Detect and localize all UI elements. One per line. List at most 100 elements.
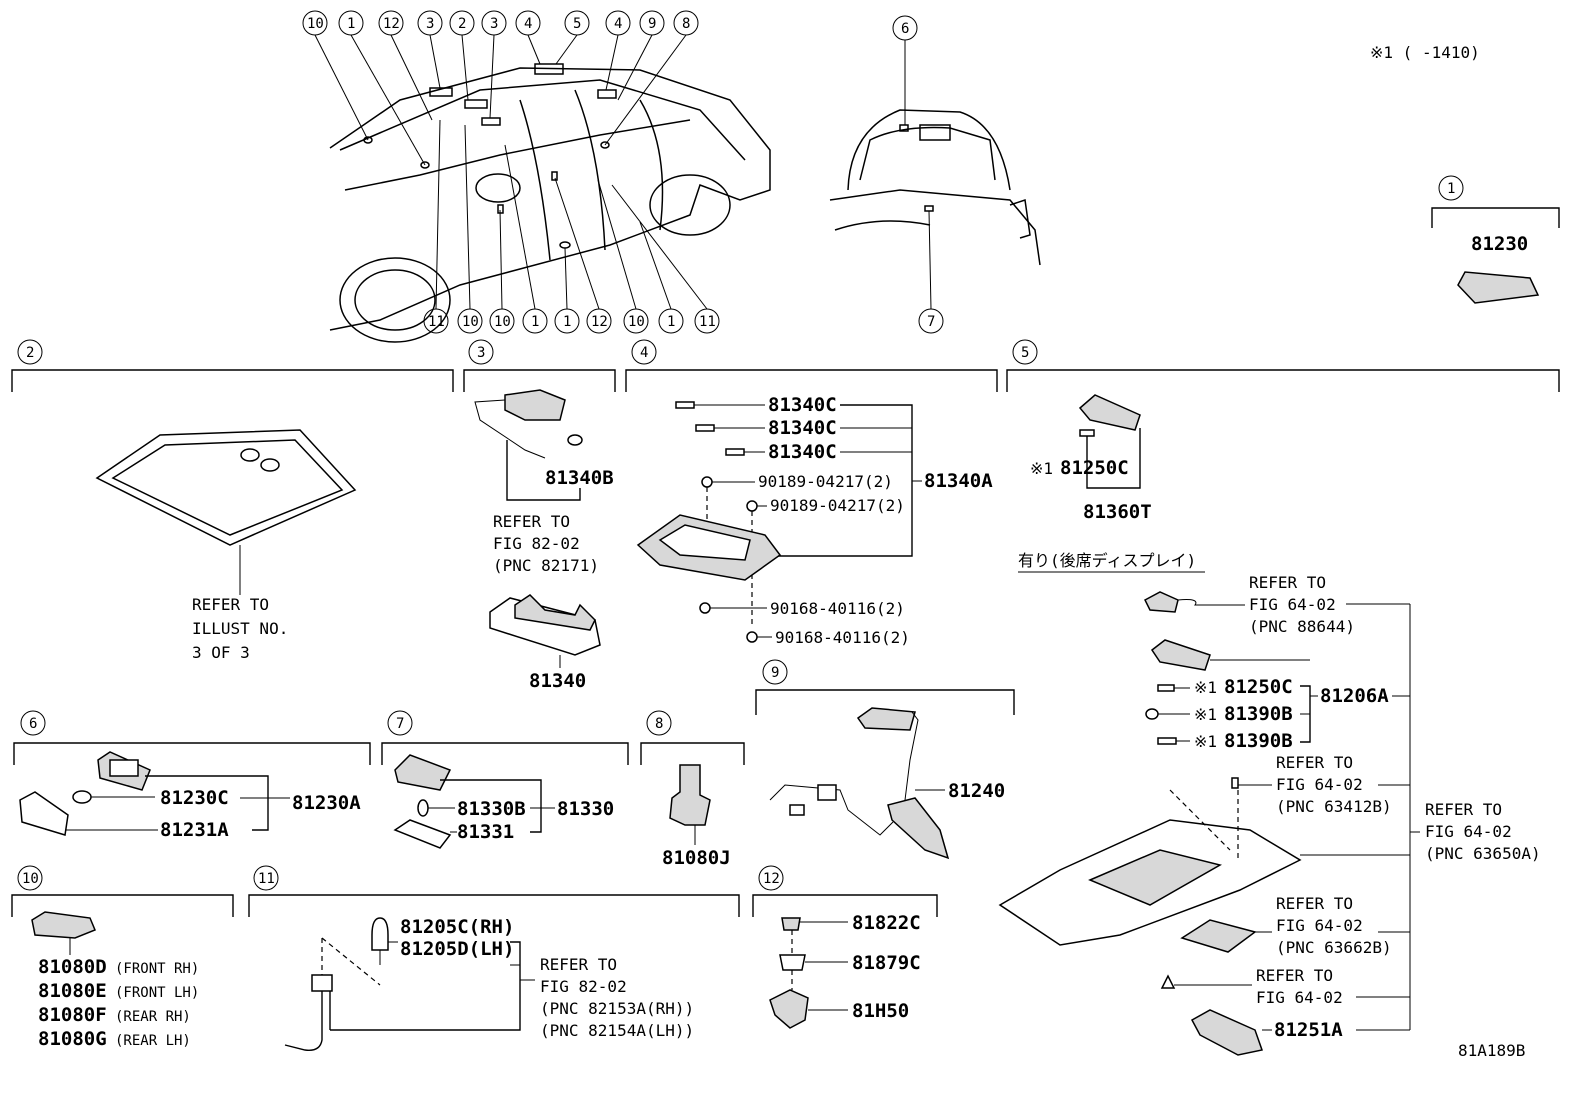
part-90189-04217[interactable]: 90189-04217(2) xyxy=(770,496,905,515)
refer-line: REFER TO xyxy=(1425,800,1502,819)
part-81360T[interactable]: 81360T xyxy=(1083,501,1152,523)
refer-line: (PNC 82154A(LH)) xyxy=(540,1021,694,1040)
part-81205C[interactable]: 81205C(RH) xyxy=(400,916,514,938)
part-81340[interactable]: 81340 xyxy=(529,670,586,692)
svg-text:10: 10 xyxy=(494,314,511,330)
callout-bubble: 12 xyxy=(378,10,433,121)
part-81080D[interactable]: 81080D xyxy=(38,956,107,978)
part-81230A[interactable]: 81230A xyxy=(292,792,361,814)
part-81330[interactable]: 81330 xyxy=(557,798,614,820)
part-81390B[interactable]: 81390B xyxy=(1224,730,1293,752)
part-81080G[interactable]: 81080G xyxy=(38,1028,107,1050)
part-81231A[interactable]: 81231A xyxy=(160,819,229,841)
callout-bubble: 11 xyxy=(611,184,720,334)
part-90168-40116[interactable]: 90168-40116(2) xyxy=(775,628,910,647)
svg-text:12: 12 xyxy=(763,871,780,887)
callout-bubble: 11 xyxy=(423,119,449,334)
refer-line: FIG 82-02 xyxy=(540,977,627,996)
part-81340A[interactable]: 81340A xyxy=(924,470,993,492)
part-81240[interactable]: 81240 xyxy=(948,780,1005,802)
refer-line: (PNC 63412B) xyxy=(1276,797,1392,816)
part-81230[interactable]: 81230 xyxy=(1471,233,1528,255)
svg-text:4: 4 xyxy=(640,345,648,361)
part-81250C[interactable]: 81250C xyxy=(1060,457,1129,479)
svg-text:7: 7 xyxy=(927,314,935,330)
svg-text:4: 4 xyxy=(614,16,622,32)
section-11: 11 81205C(RH) 81205D(LH) REFER TO FIG 82… xyxy=(248,865,740,1051)
svg-text:3: 3 xyxy=(490,16,498,32)
part-81250C[interactable]: 81250C xyxy=(1224,676,1293,698)
refer-line: REFER TO xyxy=(1256,966,1333,985)
refer-line: FIG 64-02 xyxy=(1276,916,1363,935)
refer-line: REFER TO xyxy=(1249,573,1326,592)
svg-text:11: 11 xyxy=(699,314,716,330)
refer-line: (PNC 88644) xyxy=(1249,617,1355,636)
callout-bubble: 10 xyxy=(302,10,369,141)
svg-text:12: 12 xyxy=(591,314,608,330)
callout-bubble: 3 xyxy=(417,10,443,89)
callout-bubble: 9 xyxy=(617,10,665,101)
part-81080E[interactable]: 81080E xyxy=(38,980,107,1002)
svg-text:8: 8 xyxy=(655,716,663,732)
part-81251A[interactable]: 81251A xyxy=(1274,1019,1343,1041)
mark-note: ※1 xyxy=(1194,732,1217,751)
part-81080F[interactable]: 81080F xyxy=(38,1004,107,1026)
section-7: 7 81330B 81331 81330 xyxy=(381,710,629,849)
svg-text:3: 3 xyxy=(477,345,485,361)
svg-text:4: 4 xyxy=(524,16,532,32)
refer-line: FIG 64-02 xyxy=(1249,595,1336,614)
svg-text:11: 11 xyxy=(428,314,445,330)
refer-line: FIG 64-02 xyxy=(1425,822,1512,841)
part-81390B[interactable]: 81390B xyxy=(1224,703,1293,725)
svg-text:1: 1 xyxy=(563,314,571,330)
part-81H50[interactable]: 81H50 xyxy=(852,1000,909,1022)
refer-line: (PNC 63650A) xyxy=(1425,844,1541,863)
part-81206A[interactable]: 81206A xyxy=(1320,685,1389,707)
part-81080J[interactable]: 81080J xyxy=(662,847,731,869)
callout-bubble: 1 xyxy=(504,144,548,334)
part-81340B[interactable]: 81340B xyxy=(545,467,614,489)
svg-text:10: 10 xyxy=(22,871,39,887)
svg-text:5: 5 xyxy=(573,16,581,32)
part-81340C[interactable]: 81340C xyxy=(768,417,837,439)
svg-text:2: 2 xyxy=(458,16,466,32)
svg-text:9: 9 xyxy=(771,665,779,681)
trunk-callouts: 6 7 xyxy=(892,15,944,334)
refer-line: ILLUST NO. xyxy=(192,619,288,638)
refer-line: FIG 64-02 xyxy=(1256,988,1343,1007)
callout-bubble: 1 xyxy=(639,221,684,334)
svg-text:8: 8 xyxy=(682,16,690,32)
part-81879C[interactable]: 81879C xyxy=(852,952,921,974)
part-90189-04217[interactable]: 90189-04217(2) xyxy=(758,472,893,491)
refer-line: REFER TO xyxy=(493,512,570,531)
callout-bubble: 3 xyxy=(481,10,507,119)
svg-text:10: 10 xyxy=(462,314,479,330)
trunk-illustration xyxy=(829,109,1041,266)
part-90168-40116[interactable]: 90168-40116(2) xyxy=(770,599,905,618)
section-4: 4 81340C 81340C 81340C 81340A 90189-0421… xyxy=(625,339,998,647)
diagram-id: 81A189B xyxy=(1458,1041,1525,1060)
part-81230C[interactable]: 81230C xyxy=(160,787,229,809)
callout-bubble: 10 xyxy=(597,179,649,334)
section-6: 6 81230C 81231A 81230A xyxy=(13,710,371,841)
svg-text:7: 7 xyxy=(396,716,404,732)
part-81340C[interactable]: 81340C xyxy=(768,394,837,416)
callout-bubble: 1 xyxy=(554,247,580,334)
part-81205D[interactable]: 81205D(LH) xyxy=(400,938,514,960)
callout-bubble: 4 xyxy=(605,10,631,91)
svg-text:6: 6 xyxy=(901,21,909,37)
part-81330B[interactable]: 81330B xyxy=(457,798,526,820)
callout-bubble: 1 xyxy=(338,10,426,166)
svg-text:9: 9 xyxy=(648,16,656,32)
option-label: 有り(後席ディスプレイ) xyxy=(1018,551,1196,570)
callout-bubble: 8 xyxy=(604,10,699,146)
refer-line: REFER TO xyxy=(540,955,617,974)
part-desc: (FRONT RH) xyxy=(115,961,199,977)
part-81340C[interactable]: 81340C xyxy=(768,441,837,463)
svg-text:10: 10 xyxy=(307,16,324,32)
svg-text:1: 1 xyxy=(531,314,539,330)
part-desc: (REAR LH) xyxy=(115,1033,191,1049)
part-81331[interactable]: 81331 xyxy=(457,821,514,843)
car-illustration xyxy=(329,63,771,343)
part-81822C[interactable]: 81822C xyxy=(852,912,921,934)
